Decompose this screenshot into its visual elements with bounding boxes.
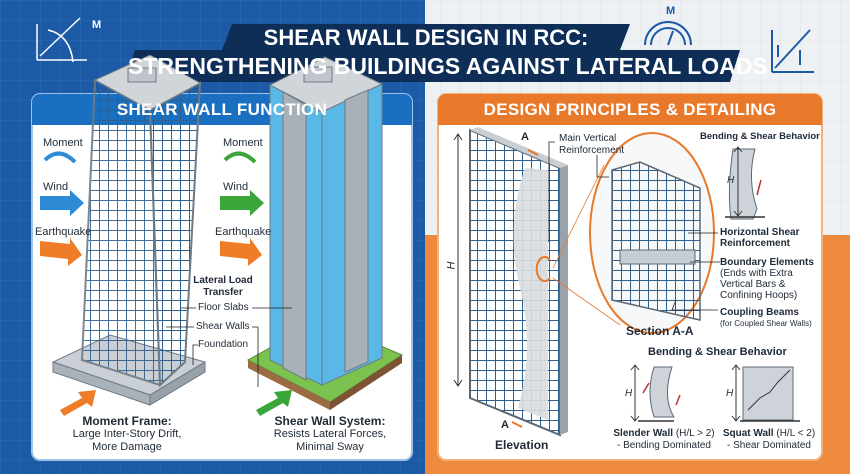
- section-a-a: [611, 161, 701, 321]
- top-behavior-height: H: [727, 175, 735, 186]
- frame-wind-label: Wind: [43, 181, 69, 193]
- slender-title: Slender Wall: [613, 428, 674, 439]
- bottom-behavior-title: Bending & Shear Behavior: [648, 346, 787, 358]
- earthquake-arrow-icon: [40, 238, 82, 266]
- boundary-desc-2: Vertical Bars &: [720, 279, 786, 290]
- section-mark-top: A: [521, 131, 529, 143]
- frame-earthquake-label: Earthquake: [35, 226, 92, 238]
- shear-wall-caption-line1: Resists Lateral Forces,: [273, 428, 387, 440]
- slender-height: H: [625, 388, 633, 399]
- callout-lines: [166, 307, 292, 387]
- horizontal-shear-label: Horizontal Shear: [720, 227, 800, 238]
- shear-wall-building: [246, 56, 404, 410]
- shear-wall-caption-title: Shear Wall System:: [274, 414, 386, 428]
- squat-wall-figure: [731, 364, 800, 422]
- horizontal-shear-label-2: Reinforcement: [720, 238, 791, 249]
- top-behavior-title: Bending & Shear Behavior: [700, 131, 820, 142]
- wind-arrow-icon: [40, 190, 84, 216]
- floor-slabs-label: Floor Slabs: [198, 302, 249, 313]
- shear-wall-caption-line2: Minimal Sway: [296, 441, 364, 453]
- shear-walls-label: Shear Walls: [196, 321, 250, 332]
- load-arrows: [40, 151, 292, 416]
- coupling-beams-label: Coupling Beams: [720, 307, 799, 318]
- moment-frame-caption-title: Moment Frame:: [82, 414, 172, 428]
- top-behavior-figure: [725, 146, 765, 220]
- title-banner-top: [222, 24, 630, 50]
- moment-arrow-icon: [43, 151, 77, 164]
- right-panel-header: DESIGN PRINCIPLES & DETAILING: [483, 100, 777, 119]
- title-line-1: SHEAR WALL DESIGN IN RCC:: [263, 25, 589, 50]
- callout-lines-right: [548, 141, 720, 311]
- elevation-label: Elevation: [495, 438, 549, 452]
- elevation-height-label: H: [445, 261, 458, 270]
- moment-arrow-icon: [223, 151, 257, 164]
- squat-title: Squat Wall: [722, 428, 774, 439]
- lateral-load-transfer-label-2: Transfer: [203, 287, 243, 298]
- moment-frame-caption-line2: More Damage: [92, 441, 162, 453]
- moment-axes-icon: [36, 17, 87, 63]
- slender-sub: - Bending Dominated: [617, 440, 711, 451]
- title-banner-bottom: [125, 50, 740, 82]
- wall-earthquake-label: Earthquake: [215, 226, 272, 238]
- squat-caption: Squat Wall (H/L < 2): [723, 429, 815, 439]
- squat-ratio: (H/L < 2): [776, 428, 816, 439]
- main-vertical-label-2: Reinforcement: [559, 145, 625, 156]
- boundary-desc-3: Confining Hoops): [720, 290, 798, 301]
- title-line-2: STRENGTHENING BUILDINGS AGAINST LATERAL …: [128, 53, 768, 79]
- frame-moment-label: Moment: [43, 137, 83, 149]
- wall-moment-label: Moment: [223, 137, 263, 149]
- section-a-a-label: Section A-A: [626, 324, 694, 338]
- slender-wall-figure: [630, 364, 681, 422]
- moment-frame-building: [51, 54, 207, 406]
- slender-ratio: (H/L > 2): [675, 428, 715, 439]
- wall-wind-label: Wind: [223, 181, 249, 193]
- earthquake-arrow-icon: [220, 238, 262, 266]
- lateral-load-transfer-label: Lateral Load: [193, 275, 253, 286]
- graph-arrow-icon: [771, 29, 814, 73]
- main-vertical-label: Main Vertical: [559, 133, 617, 144]
- wind-arrow-icon: [220, 190, 264, 216]
- boundary-desc-1: (Ends with Extra: [720, 268, 793, 279]
- gauge-label-m: M: [666, 5, 676, 17]
- wall-elevation: [453, 127, 621, 437]
- gauge-icon: [644, 21, 692, 46]
- left-panel-header: SHEAR WALL FUNCTION: [116, 100, 328, 119]
- moment-frame-caption-line1: Large Inter-Story Drift,: [72, 428, 182, 440]
- squat-height: H: [726, 388, 734, 399]
- coupling-beams-sub: (for Coupled Shear Walls): [720, 319, 812, 328]
- section-mark-bottom: A: [501, 419, 509, 431]
- foundation-label: Foundation: [198, 339, 249, 350]
- slender-caption: Slender Wall (H/L > 2): [613, 429, 714, 439]
- axes-label-m: M: [92, 19, 102, 31]
- boundary-elements-label: Boundary Elements: [720, 257, 814, 268]
- squat-sub: - Shear Dominated: [727, 440, 811, 451]
